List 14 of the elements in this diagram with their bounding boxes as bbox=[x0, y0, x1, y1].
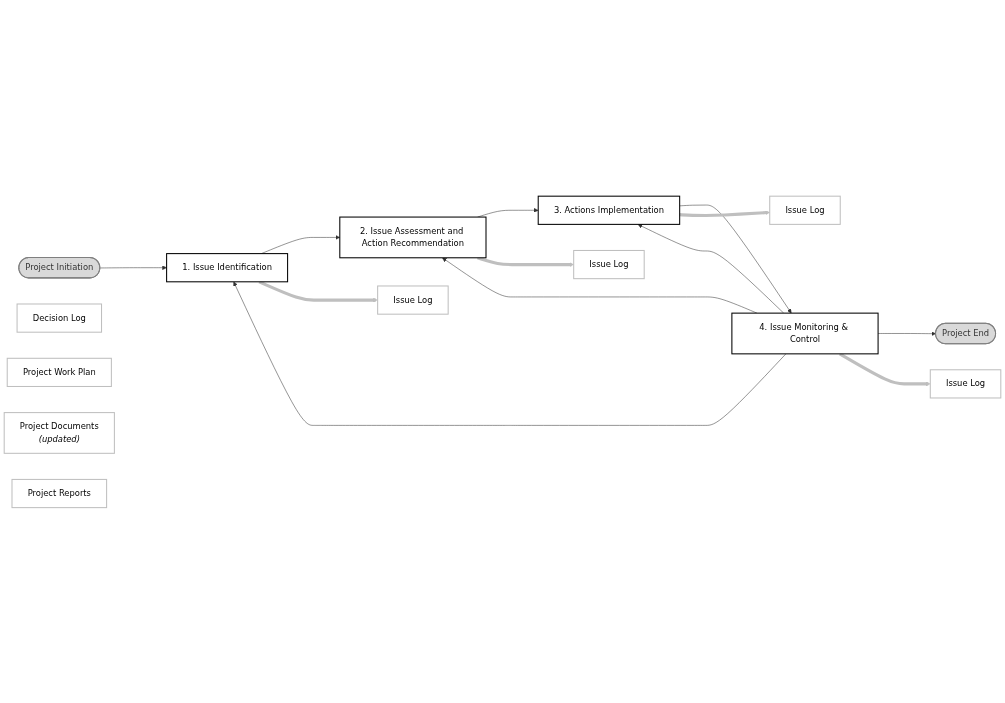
node-box: Issue Log bbox=[929, 368, 1002, 399]
node-box: Project Work Plan bbox=[6, 357, 112, 387]
arrow bbox=[679, 209, 770, 217]
node-box: Issue Log bbox=[769, 195, 841, 225]
arrow bbox=[839, 352, 931, 386]
node-box: Decision Log bbox=[16, 303, 103, 333]
node-box: 1. Issue Identification bbox=[166, 252, 289, 282]
node-box: 3. Actions Implementation bbox=[537, 195, 681, 225]
node-box: Project Reports bbox=[11, 478, 108, 508]
node-box: 4. Issue Monitoring & Control bbox=[731, 312, 879, 354]
node-box: Issue Log bbox=[377, 285, 449, 315]
node-box: Issue Log bbox=[573, 249, 645, 279]
node-box: 2. Issue Assessment and Action Recommendation bbox=[339, 216, 487, 258]
node-box: Project Documents (updated) bbox=[3, 411, 115, 454]
